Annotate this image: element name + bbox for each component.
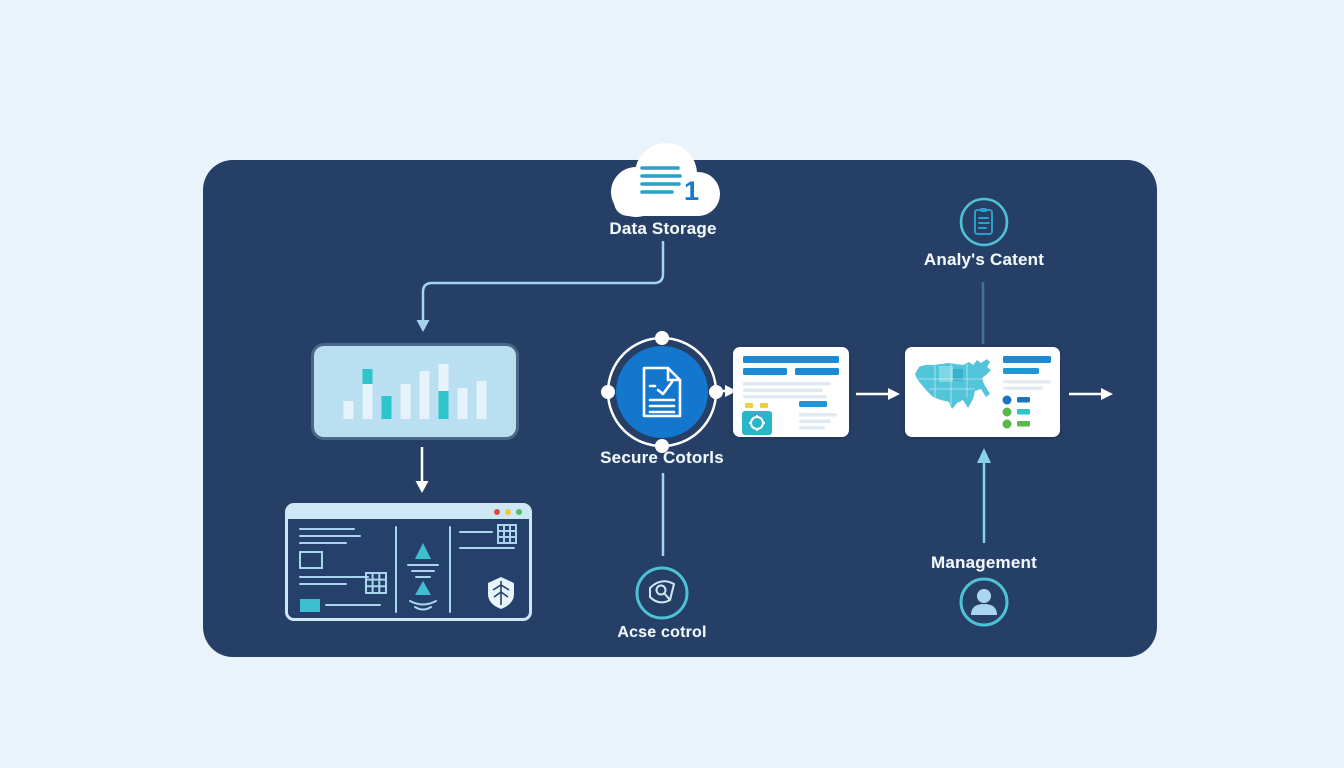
form-card-art: [742, 356, 839, 435]
analytics-chart-panel: [314, 346, 516, 437]
triangle-icon: [415, 543, 431, 559]
connector-management-to-map: [977, 448, 991, 543]
map-card: [905, 347, 1060, 437]
chart-bar: [343, 401, 354, 419]
chart-bar: [476, 381, 487, 419]
cloud-document-icon: 1: [611, 143, 720, 217]
close-icon: [494, 509, 500, 515]
mini-bar-chart: [343, 364, 487, 419]
teal-block: [300, 599, 320, 612]
legend-row: [1002, 419, 1030, 429]
chart-bar: [381, 396, 392, 419]
browser-content-art: [299, 524, 517, 613]
legend-row: [1002, 407, 1030, 417]
connector-map-to-edge: [1069, 388, 1113, 400]
chart-bar: [457, 388, 468, 419]
connector-chart-to-browser: [415, 447, 429, 493]
gear-tile-icon: [742, 411, 772, 435]
access-scan-icon: [635, 566, 689, 620]
report-icon: [959, 197, 1009, 247]
map-card-art: [915, 356, 1051, 429]
yellow-chip: [760, 403, 768, 408]
minimize-icon: [505, 509, 511, 515]
shield-icon: [488, 577, 514, 609]
chart-bar: [400, 384, 411, 419]
chart-bar: [438, 364, 449, 419]
management-label: Management: [931, 553, 1037, 572]
chart-bar: [362, 369, 373, 419]
usa-map-icon: [915, 359, 991, 409]
document-check-icon: [601, 331, 723, 453]
triangle-icon: [415, 581, 431, 595]
step-badge: 1: [684, 176, 699, 206]
secure-controls-label: Secure Cotorls: [600, 448, 724, 467]
browser-window: [285, 503, 532, 621]
data-storage-label: Data Storage: [609, 219, 717, 238]
connector-form-to-map: [856, 388, 900, 400]
access-control-label: Acse cotrol: [617, 624, 707, 641]
traffic-light-icons: [494, 509, 522, 515]
analysis-content-label: Analy's Catent: [923, 250, 1045, 269]
maximize-icon: [516, 509, 522, 515]
connector-cloud-to-chart: [416, 241, 665, 332]
yellow-chip: [745, 403, 753, 408]
browser-titlebar: [288, 506, 529, 519]
chart-bar: [419, 371, 430, 419]
form-card: [733, 347, 849, 437]
legend-row: [1002, 395, 1030, 405]
person-icon: [959, 577, 1009, 627]
